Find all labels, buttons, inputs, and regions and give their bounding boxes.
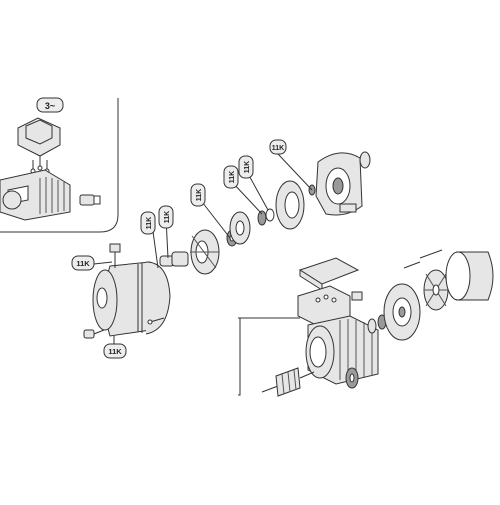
- callout-tag: 11K: [140, 211, 156, 235]
- rotor: [261, 367, 315, 397]
- inset-label-bubble: 3~: [36, 97, 64, 113]
- housing-screw: [147, 317, 165, 325]
- inset-label-text: 3~: [45, 101, 55, 111]
- callout-text: 11K: [196, 189, 203, 201]
- motor-panel-border: [238, 317, 241, 396]
- tie-rod-2: [403, 261, 421, 269]
- diffuser-seal: [159, 251, 189, 267]
- flange-oring: [359, 151, 371, 169]
- callout-tag: 11K: [190, 183, 206, 207]
- callout-text: 11K: [244, 161, 251, 173]
- cable-gland: [351, 291, 363, 301]
- motor-body: [305, 315, 379, 385]
- callout-text: 11K: [229, 171, 236, 183]
- leader-lines: [93, 153, 313, 344]
- pump-housing: [92, 261, 171, 337]
- tie-rod-1: [419, 249, 443, 259]
- inset-terminal-box: [17, 117, 61, 174]
- callout-text: 11K: [164, 211, 171, 223]
- callout-tag: 11K: [269, 139, 287, 155]
- drain-plug: [83, 329, 105, 339]
- callout-text: 11K: [146, 217, 153, 229]
- bracket-plate: [275, 180, 305, 230]
- seal-ring: [257, 208, 275, 226]
- housing-top-plug: [109, 243, 121, 268]
- callout-text: 11K: [76, 259, 90, 268]
- inset-cable-gland: [79, 194, 101, 206]
- impeller: [190, 229, 220, 275]
- callout-tag: 11K: [158, 205, 174, 229]
- callout-text: 11K: [108, 347, 122, 356]
- callout-tag: 11K: [103, 343, 127, 359]
- fan-cover: [445, 251, 494, 301]
- inset-motor-segment: [0, 169, 71, 221]
- end-shield: [383, 283, 421, 341]
- inset-panel-border: [0, 98, 119, 233]
- cooling-fan: [423, 269, 449, 311]
- callout-text: 11K: [272, 145, 284, 152]
- motor-flange: [315, 152, 363, 216]
- callout-tag: 11K: [71, 255, 95, 271]
- seal-disc: [229, 211, 251, 245]
- terminal-box-lid: [298, 257, 360, 291]
- callout-tag: 11K: [238, 155, 254, 179]
- callout-tag: 11K: [223, 165, 239, 189]
- rear-bearing: [345, 367, 359, 389]
